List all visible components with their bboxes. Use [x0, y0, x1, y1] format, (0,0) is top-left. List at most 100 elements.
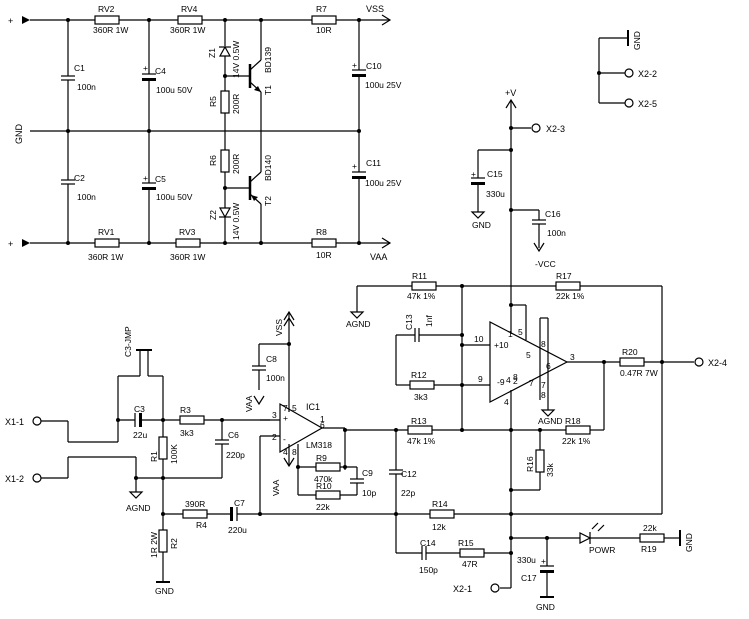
r16-value: 33k [545, 463, 555, 477]
r8-value: 10R [316, 250, 332, 260]
amp-lo4: 4 [504, 397, 509, 407]
r13-value: 47k 1% [407, 436, 436, 446]
r1-value: 100K [169, 444, 179, 464]
x2-4-terminal[interactable] [694, 357, 704, 367]
c14-ref: C14 [420, 538, 436, 548]
x2-2-label: X2-2 [638, 69, 657, 79]
r11-ref: R11 [412, 271, 427, 281]
ic1-pin5: 5 [292, 403, 297, 413]
amp-top8: 8 [541, 339, 546, 349]
x2-5-terminal[interactable] [624, 98, 634, 108]
ic1-pin6: 6 [320, 420, 325, 430]
r13-resistor [407, 425, 433, 435]
c17-value: 330u [517, 555, 536, 565]
c14-value: 150p [419, 565, 438, 575]
amp-pin7-c: 7 [529, 378, 534, 388]
ic1-pin7: 7 [283, 403, 288, 413]
r12-resistor [409, 380, 435, 390]
rv4-value: 360R 1W [170, 25, 205, 35]
c12-ref: C12 [401, 469, 417, 479]
c2-value: 100n [77, 192, 96, 202]
r3-ref: R3 [180, 405, 191, 415]
x2-1-terminal[interactable] [490, 583, 500, 593]
c8-ref: C8 [266, 354, 277, 364]
r15-resistor [459, 548, 485, 558]
ic1-ref: IC1 [306, 402, 320, 412]
amp-pin9-label: 9 [478, 374, 483, 384]
x2-3-terminal[interactable] [531, 123, 541, 133]
c7-ref: C7 [234, 498, 245, 508]
c5-ref: C5 [155, 174, 166, 184]
x1-1-terminal[interactable] [32, 416, 42, 426]
amp-pin3: 3 [570, 352, 575, 362]
z1-ref: Z1 [207, 48, 217, 58]
gnd-c15-label: GND [472, 220, 491, 230]
amp-pin5: 5 [526, 350, 531, 360]
x1-2-terminal[interactable] [32, 473, 42, 483]
amp-plus10: +10 [494, 340, 509, 350]
gnd-r19-label: GND [684, 533, 694, 552]
amp-lo7: 7 [541, 380, 546, 390]
rv3-resistor [175, 238, 201, 248]
c15-value: 330u [486, 189, 505, 199]
c10-value: 100u 25V [365, 80, 402, 90]
ic1-plus: + [283, 413, 288, 423]
r2-value: 1R 2W [149, 532, 159, 558]
r9-value: 470k [314, 474, 333, 484]
r14-resistor [429, 509, 455, 519]
c13-ref: C13 [404, 314, 414, 330]
vss-opamp-label: VSS [274, 319, 284, 336]
r7-ref: R7 [316, 4, 327, 14]
x2-gnd-connectors: GND X2-2 X2-5 [597, 30, 657, 109]
r20-ref: R20 [622, 347, 638, 357]
rv3-value: 360R 1W [170, 252, 205, 262]
c5-value: 100u 50V [156, 192, 193, 202]
r12-value: 3k3 [414, 392, 428, 402]
r10-resistor [315, 490, 341, 500]
r15-ref: R15 [458, 538, 474, 548]
ic1-pin2: 2 [272, 432, 277, 442]
r10-ref: R10 [316, 481, 332, 491]
r14-value: 12k [432, 522, 446, 532]
rv2-ref: RV2 [98, 4, 115, 14]
r16-resistor [535, 449, 545, 473]
power-amp-supply: +V X2-3 + C15 330u GND C16 100n -VCC [470, 88, 566, 330]
x2-2-terminal[interactable] [624, 68, 634, 78]
z2-ref: Z2 [208, 210, 218, 220]
arrow-top-left-icon [22, 16, 30, 24]
r18-resistor [565, 425, 591, 435]
c3-value: 22u [133, 430, 147, 440]
t2-ref: T2 [263, 196, 273, 206]
vaa-opamp2-label: VAA [271, 479, 281, 496]
r19-ref: R19 [641, 544, 657, 554]
rv1-value: 360R 1W [88, 252, 123, 262]
r5-ref: R5 [208, 96, 218, 107]
r5-resistor [220, 90, 230, 114]
r1-resistor [158, 436, 168, 460]
r19-resistor [639, 533, 665, 543]
r16-ref: R16 [525, 456, 535, 472]
agnd3-icon [540, 409, 556, 417]
c9-ref: C9 [362, 468, 373, 478]
power-amp-triangle [489, 321, 569, 403]
rv4-ref: RV4 [181, 4, 198, 14]
svg-text:+: + [541, 556, 546, 566]
ic1-value: LM318 [306, 440, 332, 450]
ic1-minus: - [283, 434, 286, 444]
c1-ref: C1 [74, 63, 85, 73]
agnd3-label: AGND [538, 416, 563, 426]
r6-resistor [220, 149, 230, 173]
power-supply: + + GND VSS VAA RV2 360R 1W RV4 360R 1W … [8, 4, 402, 262]
ic1-triangle [279, 402, 324, 454]
amp-pin4: 4 [506, 375, 511, 385]
r11-resistor [411, 281, 437, 291]
x2-1-label: X2-1 [453, 584, 472, 594]
r19-value: 22k [643, 523, 657, 533]
agnd2-icon [128, 491, 144, 499]
c12-value: 22p [401, 488, 415, 498]
c13-value: 1nf [424, 315, 434, 327]
r6-value: 200R [231, 154, 241, 174]
net-plus-top: + [8, 16, 13, 26]
c8-value: 100n [266, 373, 285, 383]
